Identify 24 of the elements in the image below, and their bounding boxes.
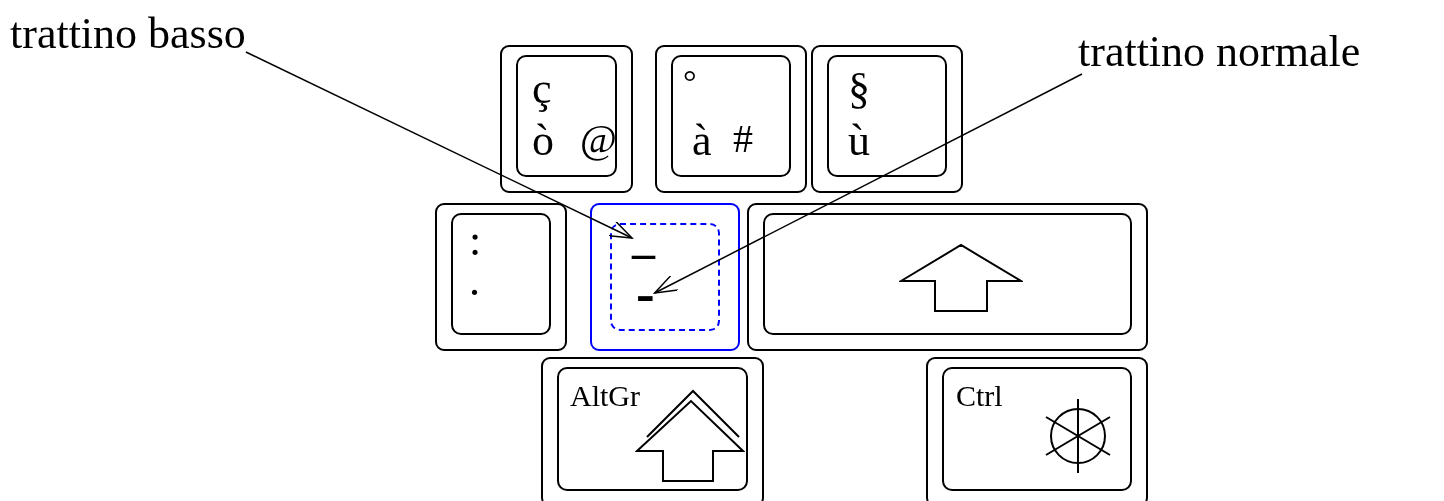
key-character: #: [733, 119, 753, 159]
keyboard-key: [590, 203, 740, 351]
key-character: Ctrl: [956, 381, 1003, 411]
keyboard-key: [811, 45, 963, 193]
key-character: _: [632, 215, 655, 261]
key-character: AltGr: [570, 381, 640, 411]
key-character: ù: [848, 119, 870, 163]
callout-label: trattino basso: [10, 12, 246, 56]
key-character: ç: [532, 67, 552, 111]
keyboard-key: [926, 357, 1148, 501]
key-character: §: [848, 67, 870, 111]
leader-line: [245, 51, 633, 239]
keyboard-key: [541, 357, 764, 501]
leader-line: [653, 73, 1083, 294]
key-character: à: [692, 119, 712, 163]
key-character: -: [636, 265, 655, 321]
keyboard-key: [500, 45, 633, 193]
keyboard-key: [655, 45, 807, 193]
keyboard-key: [747, 203, 1148, 351]
key-character: @: [580, 119, 617, 159]
callout-label: trattino normale: [1078, 30, 1361, 74]
key-character: °: [683, 65, 697, 99]
keyboard-key: [435, 203, 567, 351]
key-character: ò: [532, 119, 554, 163]
